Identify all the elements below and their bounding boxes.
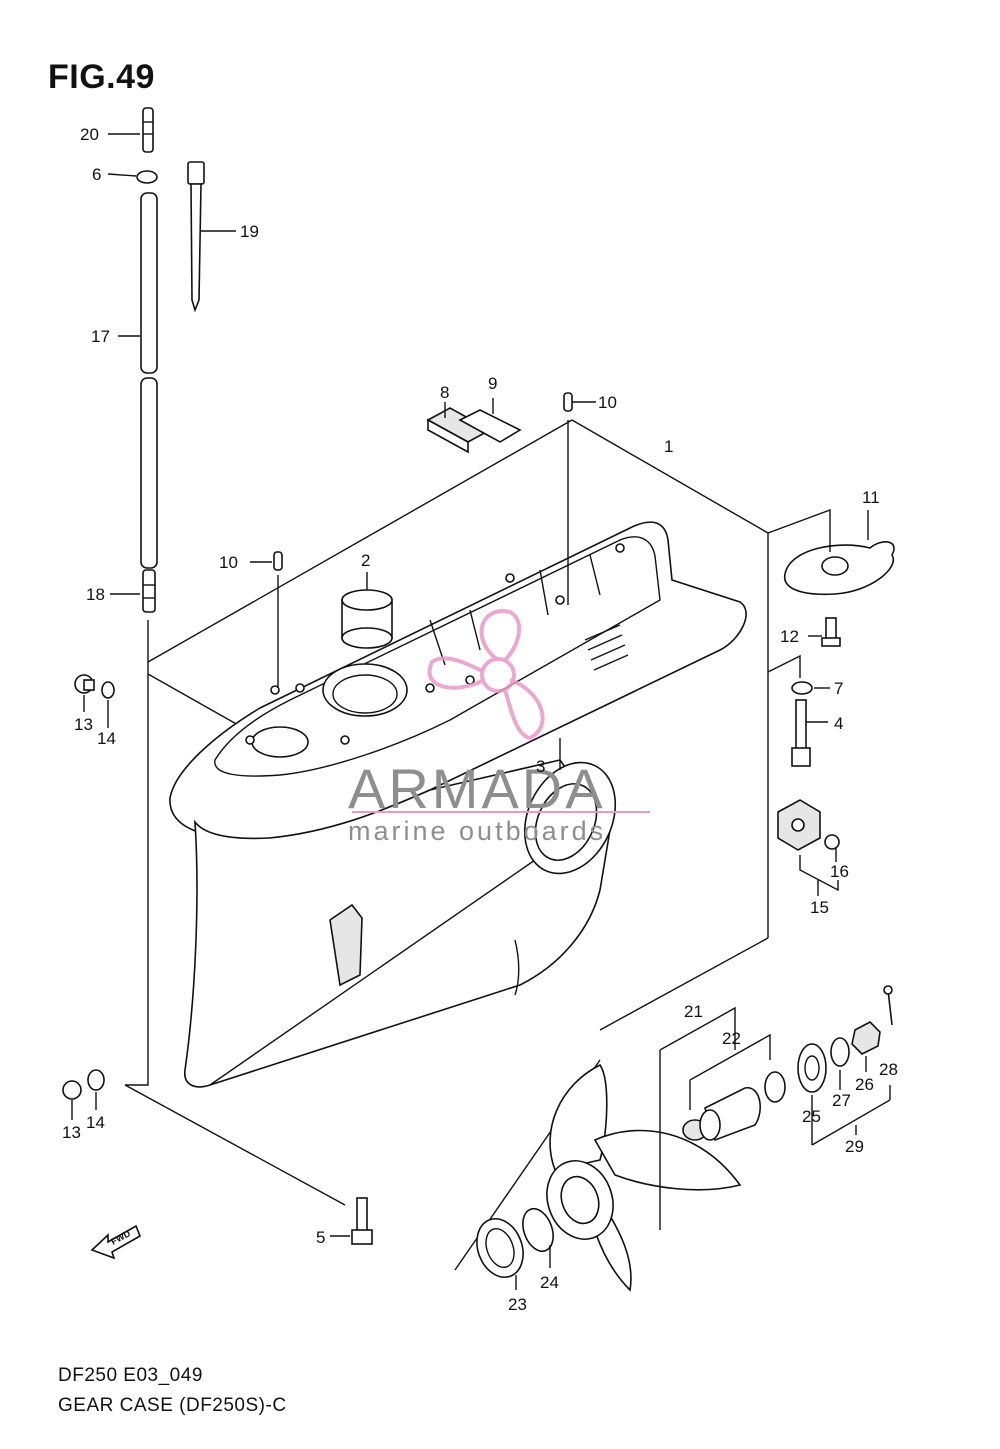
part-20-nipple (108, 107, 154, 153)
label-part-14-upper: 14 (97, 729, 116, 748)
part-19-tie (187, 161, 236, 313)
label-part-10-lower: 10 (219, 553, 238, 572)
part-18-grommet (110, 569, 156, 662)
label-part-6: 6 (92, 165, 101, 184)
watermark-tagline: marine outboards (348, 816, 606, 846)
part-2-bearing (341, 572, 393, 649)
label-part-23: 23 (508, 1295, 527, 1314)
label-part-22: 22 (722, 1029, 741, 1048)
part-25-29-nut-set (797, 985, 893, 1146)
part-15-16-block (777, 799, 840, 896)
part-4-bolt (791, 699, 828, 767)
label-part-16: 16 (830, 862, 849, 881)
label-part-20: 20 (80, 125, 99, 144)
part-23-spacer (476, 1218, 524, 1290)
label-part-12: 12 (780, 627, 799, 646)
label-part-5: 5 (316, 1228, 325, 1247)
figure-code: DF250 E03_049 (58, 1365, 203, 1386)
label-part-13-lower: 13 (62, 1123, 81, 1142)
label-part-7: 7 (834, 679, 843, 698)
gear-case-housing (169, 521, 747, 1088)
figure-name: GEAR CASE (DF250S)-C (58, 1395, 287, 1416)
armada-watermark: ARMADA marine outboards (348, 609, 650, 846)
label-part-3: 3 (536, 757, 545, 776)
propeller-assembly (454, 1059, 742, 1292)
part-17-water-tube (118, 192, 158, 569)
watermark-brand: ARMADA (348, 757, 606, 820)
label-part-28: 28 (879, 1060, 898, 1079)
label-part-1: 1 (664, 437, 673, 456)
label-part-10-upper: 10 (598, 393, 617, 412)
part-24-washer (522, 1207, 554, 1268)
label-part-25: 25 (802, 1107, 821, 1126)
part-13-14-lower (62, 1069, 105, 1120)
figure-title: FIG.49 (48, 58, 155, 96)
part-10-dowel-pins (250, 392, 596, 688)
label-part-26: 26 (855, 1075, 874, 1094)
label-part-9: 9 (488, 374, 497, 393)
label-part-17: 17 (91, 327, 110, 346)
part-13-14-upper (74, 674, 115, 728)
part-labels: 1 2 3 4 5 6 7 8 9 10 10 11 12 13 14 13 1… (62, 125, 898, 1314)
label-part-13-upper: 13 (74, 715, 93, 734)
label-part-15: 15 (810, 898, 829, 917)
label-part-14-lower: 14 (86, 1113, 105, 1132)
fwd-arrow-icon: FWD (90, 1224, 142, 1260)
label-part-21: 21 (684, 1002, 703, 1021)
label-part-4: 4 (834, 714, 843, 733)
label-part-8: 8 (440, 383, 449, 402)
part-11-plate (767, 508, 895, 596)
label-part-19: 19 (240, 222, 259, 241)
label-part-24: 24 (540, 1273, 559, 1292)
part-6-clip (107, 170, 158, 184)
part-12-bolt (808, 617, 841, 647)
part-21-22-bush (659, 1006, 786, 1230)
part-5-bolt (330, 1197, 373, 1245)
label-part-29: 29 (845, 1137, 864, 1156)
part-8-9-plates (426, 398, 522, 454)
label-part-27: 27 (832, 1091, 851, 1110)
label-part-2: 2 (361, 551, 370, 570)
label-part-18: 18 (86, 585, 105, 604)
part-7-washer (767, 654, 830, 695)
propeller-logo-icon (427, 609, 545, 741)
label-part-11: 11 (862, 488, 880, 507)
